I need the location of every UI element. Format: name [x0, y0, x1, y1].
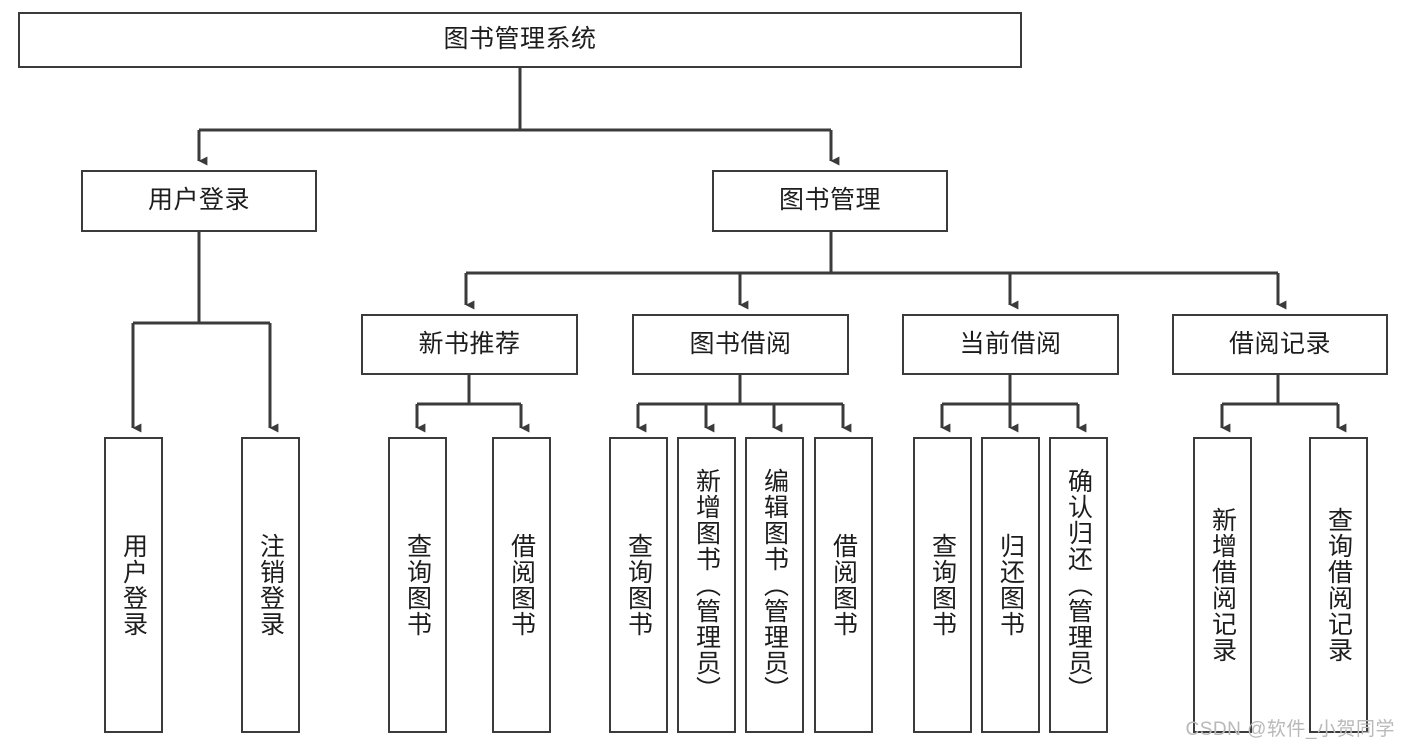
node-leaf-user-login[interactable]: 用户登录 — [104, 437, 163, 733]
node-leaf-borrow-book-bb[interactable]: 借阅图书 — [814, 437, 873, 733]
node-leaf-query-book-bb[interactable]: 查询图书 — [609, 437, 668, 733]
csdn-watermark: CSDN @软件_小贺同学 — [1185, 719, 1395, 740]
node-book-borrow[interactable]: 图书借阅 — [632, 314, 849, 375]
node-leaf-add-borrow-record[interactable]: 新增借阅记录 — [1193, 437, 1252, 733]
node-leaf-return-book[interactable]: 归还图书 — [981, 437, 1040, 733]
node-leaf-borrow-book-nbr[interactable]: 借阅图书 — [492, 437, 551, 733]
node-leaf-query-book-cb[interactable]: 查询图书 — [913, 437, 972, 733]
node-new-book-recommend[interactable]: 新书推荐 — [361, 314, 578, 375]
node-leaf-confirm-return-admin[interactable]: 确认归还（管理员） — [1049, 437, 1108, 733]
node-leaf-logout[interactable]: 注销登录 — [241, 437, 300, 733]
node-book-management[interactable]: 图书管理 — [712, 170, 948, 232]
node-leaf-query-book-nbr[interactable]: 查询图书 — [388, 437, 447, 733]
node-leaf-edit-book-admin[interactable]: 编辑图书（管理员） — [745, 437, 804, 733]
node-borrow-record[interactable]: 借阅记录 — [1172, 314, 1388, 375]
node-leaf-query-borrow-record[interactable]: 查询借阅记录 — [1309, 437, 1368, 733]
node-user-login[interactable]: 用户登录 — [81, 170, 317, 232]
node-root-library-system[interactable]: 图书管理系统 — [18, 12, 1022, 68]
node-leaf-add-book-admin[interactable]: 新增图书（管理员） — [677, 437, 736, 733]
node-current-borrow[interactable]: 当前借阅 — [902, 314, 1119, 375]
